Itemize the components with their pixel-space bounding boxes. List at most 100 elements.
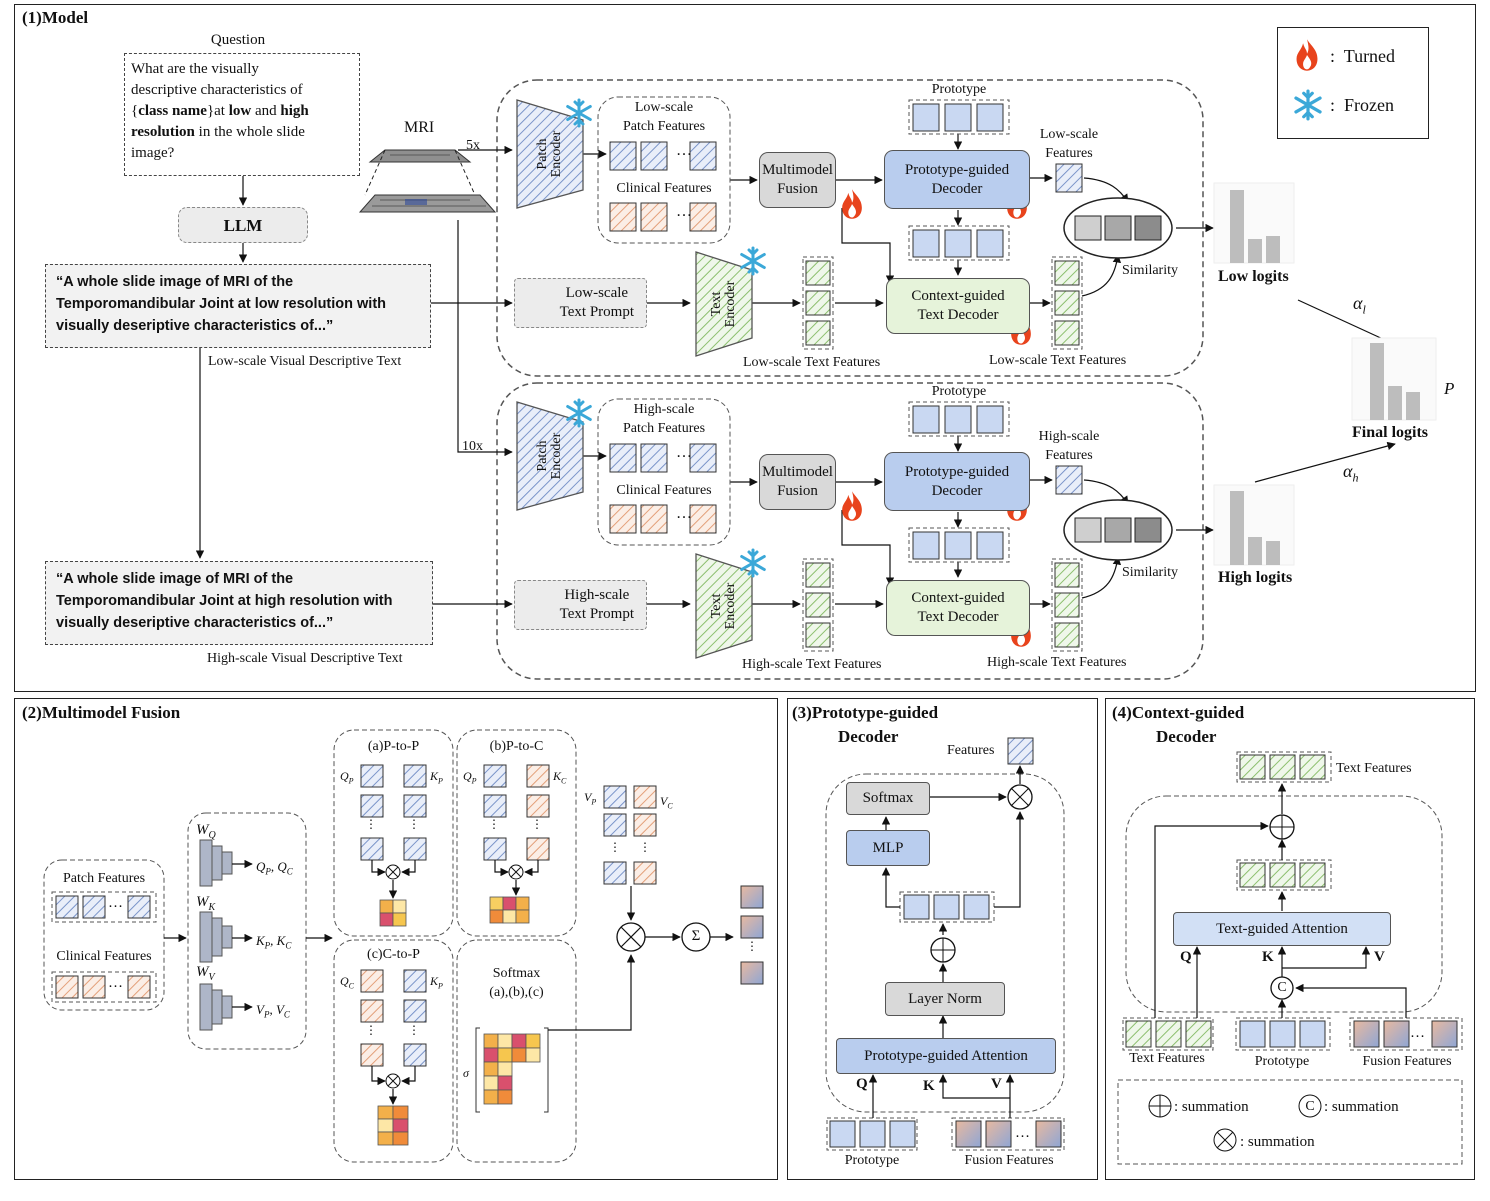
p1-text-feature-columns bbox=[802, 256, 1083, 652]
ptoc-title: (b)P-to-C bbox=[489, 739, 544, 754]
p2-output-squares bbox=[740, 885, 764, 985]
p2-v-columns bbox=[603, 785, 657, 885]
p4-prototype-label: Prototype bbox=[1254, 1054, 1310, 1069]
high-out-text-features: High-scale Text Features bbox=[987, 655, 1127, 670]
p1-prototype-squares bbox=[908, 99, 1010, 563]
panel-context-decoder bbox=[1105, 698, 1475, 1180]
low-clinical-features: Clinical Features bbox=[616, 181, 712, 196]
p4-legend-concat-symbol: C bbox=[1305, 1099, 1315, 1114]
vdots: ⋮ bbox=[531, 817, 543, 831]
p4-text-features-label: Text Features bbox=[1129, 1051, 1205, 1066]
vdots: ⋮ bbox=[365, 817, 377, 831]
vc-label: VC bbox=[660, 794, 673, 811]
vdots: ⋮ bbox=[408, 817, 420, 831]
high-text-encoder: Text Encoder bbox=[709, 582, 738, 630]
heatmap-ctop bbox=[377, 1105, 409, 1146]
low-patch-features-l1: Low-scale bbox=[634, 100, 694, 115]
high-patch-features-l1: High-scale bbox=[633, 402, 695, 417]
p2-ptop-columns bbox=[360, 764, 427, 861]
vp-label: VP bbox=[584, 790, 597, 807]
wq-label: WQ bbox=[196, 822, 216, 841]
low-descriptive-text-box: “A whole slide image of MRI of the Tempo… bbox=[45, 264, 431, 348]
low-patch-features-l2: Patch Features bbox=[622, 119, 706, 134]
legend-box bbox=[1277, 27, 1429, 139]
p1-feature-squares bbox=[609, 141, 717, 534]
high-scale-features-l2: Features bbox=[1045, 448, 1093, 463]
final-logits-label: Final logits bbox=[1352, 424, 1429, 441]
p4-top-squares bbox=[1236, 751, 1332, 891]
p3-q-label: Q bbox=[856, 1076, 868, 1092]
panel-multimodel-fusion bbox=[14, 698, 778, 1180]
vdots: ⋮ bbox=[365, 1023, 377, 1037]
p2-clinical-features: Clinical Features bbox=[56, 949, 152, 964]
ctop-title: (c)C-to-P bbox=[367, 947, 420, 962]
p4-legend-mult: : summation bbox=[1240, 1134, 1315, 1150]
p4-attention-node: Text-guided Attention bbox=[1173, 912, 1391, 946]
qp-label-b: QP bbox=[463, 769, 477, 786]
alpha-l: αl bbox=[1353, 293, 1366, 317]
p3-layer-norm-node: Layer Norm bbox=[885, 982, 1005, 1016]
p3-v-label: V bbox=[991, 1076, 1002, 1092]
wk-label: WK bbox=[196, 894, 216, 913]
legend-turned: : Turned bbox=[1330, 46, 1396, 66]
panel1-title: (1)Model bbox=[22, 8, 89, 27]
ellipsis: … bbox=[676, 444, 692, 461]
low-similarity: Similarity bbox=[1122, 263, 1178, 278]
p3-k-label: K bbox=[923, 1078, 935, 1094]
low-text-features: Low-scale Text Features bbox=[743, 355, 881, 370]
softmax-label: Softmax bbox=[492, 966, 541, 981]
mri-label: MRI bbox=[404, 119, 435, 136]
low-prototype-label: Prototype bbox=[931, 82, 987, 97]
low-out-text-features: Low-scale Text Features bbox=[989, 353, 1127, 368]
ptop-title: (a)P-to-P bbox=[367, 739, 420, 754]
p2-patch-features: Patch Features bbox=[62, 871, 146, 886]
ellipsis: … bbox=[108, 895, 123, 911]
low-patch-encoder: Patch Encoder bbox=[535, 130, 564, 178]
high-clinical-features: Clinical Features bbox=[616, 483, 712, 498]
out-v-label: VP, VC bbox=[256, 1002, 290, 1020]
softmax-sub-label: (a),(b),(c) bbox=[489, 985, 544, 1000]
legend-frozen: : Frozen bbox=[1330, 95, 1394, 115]
p2-weight-stacks bbox=[199, 839, 233, 1031]
high-descriptive-text-box: “A whole slide image of MRI of the Tempo… bbox=[45, 561, 433, 645]
low-logits-label: Low logits bbox=[1218, 268, 1289, 285]
ellipsis: … bbox=[1015, 1125, 1030, 1141]
high-prototype-label: Prototype bbox=[931, 384, 987, 399]
kp-label-c: KP bbox=[430, 974, 443, 991]
panel4-title-l2: Decoder bbox=[1156, 727, 1217, 746]
ellipsis: … bbox=[676, 505, 692, 522]
high-logits-bars bbox=[1213, 484, 1295, 566]
high-patch-features-l2: Patch Features bbox=[622, 421, 706, 436]
heatmap-ptop bbox=[379, 899, 407, 927]
kc-label: KC bbox=[553, 769, 567, 786]
high-descriptive-caption: High-scale Visual Descriptive Text bbox=[207, 651, 403, 666]
sigma-label: σ bbox=[463, 1066, 469, 1080]
vdots: ⋮ bbox=[408, 1023, 420, 1037]
out-k-label: KP, KC bbox=[256, 933, 292, 951]
high-patch-encoder: Patch Encoder bbox=[535, 432, 564, 480]
p4-text-features-top: Text Features bbox=[1336, 761, 1412, 776]
panel-model bbox=[14, 4, 1476, 692]
p-label: P bbox=[1444, 379, 1455, 398]
ellipsis: … bbox=[108, 975, 123, 991]
panel-prototype-decoder bbox=[787, 698, 1098, 1180]
alpha-h: αh bbox=[1343, 461, 1359, 485]
low-logits-bars bbox=[1213, 182, 1295, 264]
p3-features-label: Features bbox=[947, 743, 995, 758]
heatmap-ptoc bbox=[489, 896, 530, 924]
ellipsis: … bbox=[676, 142, 692, 159]
out-q-label: QP, QC bbox=[256, 859, 293, 877]
p3-prototype-label: Prototype bbox=[844, 1153, 900, 1168]
p2-ptoc-columns bbox=[483, 764, 550, 861]
llm-node: LLM bbox=[178, 207, 308, 243]
p3-mlp-node: MLP bbox=[846, 830, 930, 866]
p4-k-label: K bbox=[1262, 949, 1274, 965]
mag-low-label: 5x bbox=[466, 138, 480, 153]
